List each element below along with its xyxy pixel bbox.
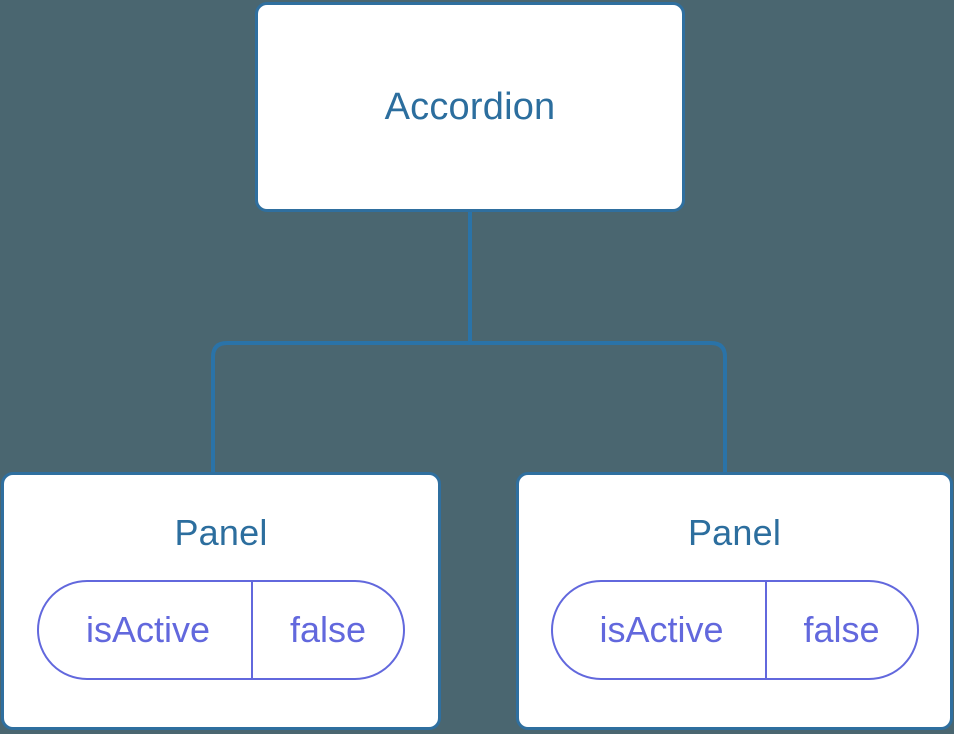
node-panel-1-prop-isactive[interactable]: isActive false bbox=[550, 580, 919, 680]
prop-divider bbox=[764, 582, 767, 678]
node-panel-0[interactable]: Panel isActive false bbox=[1, 472, 441, 730]
node-accordion[interactable]: Accordion bbox=[255, 2, 685, 212]
node-panel-1-prop-key: isActive bbox=[599, 609, 724, 650]
edge-root-to-panel-0 bbox=[211, 341, 470, 475]
node-accordion-label: Accordion bbox=[384, 86, 556, 128]
node-panel-0-label: Panel bbox=[174, 512, 268, 553]
node-panel-1-prop-value: false bbox=[803, 609, 880, 650]
node-panel-0-prop-value: false bbox=[289, 609, 367, 650]
node-panel-0-prop-key: isActive bbox=[85, 609, 211, 650]
node-panel-0-prop-isactive[interactable]: isActive false bbox=[37, 580, 405, 680]
node-panel-1[interactable]: Panel isActive false bbox=[516, 472, 953, 730]
edge-root-to-panel-1 bbox=[470, 341, 727, 475]
node-panel-1-label: Panel bbox=[687, 512, 782, 553]
prop-divider bbox=[251, 582, 253, 678]
